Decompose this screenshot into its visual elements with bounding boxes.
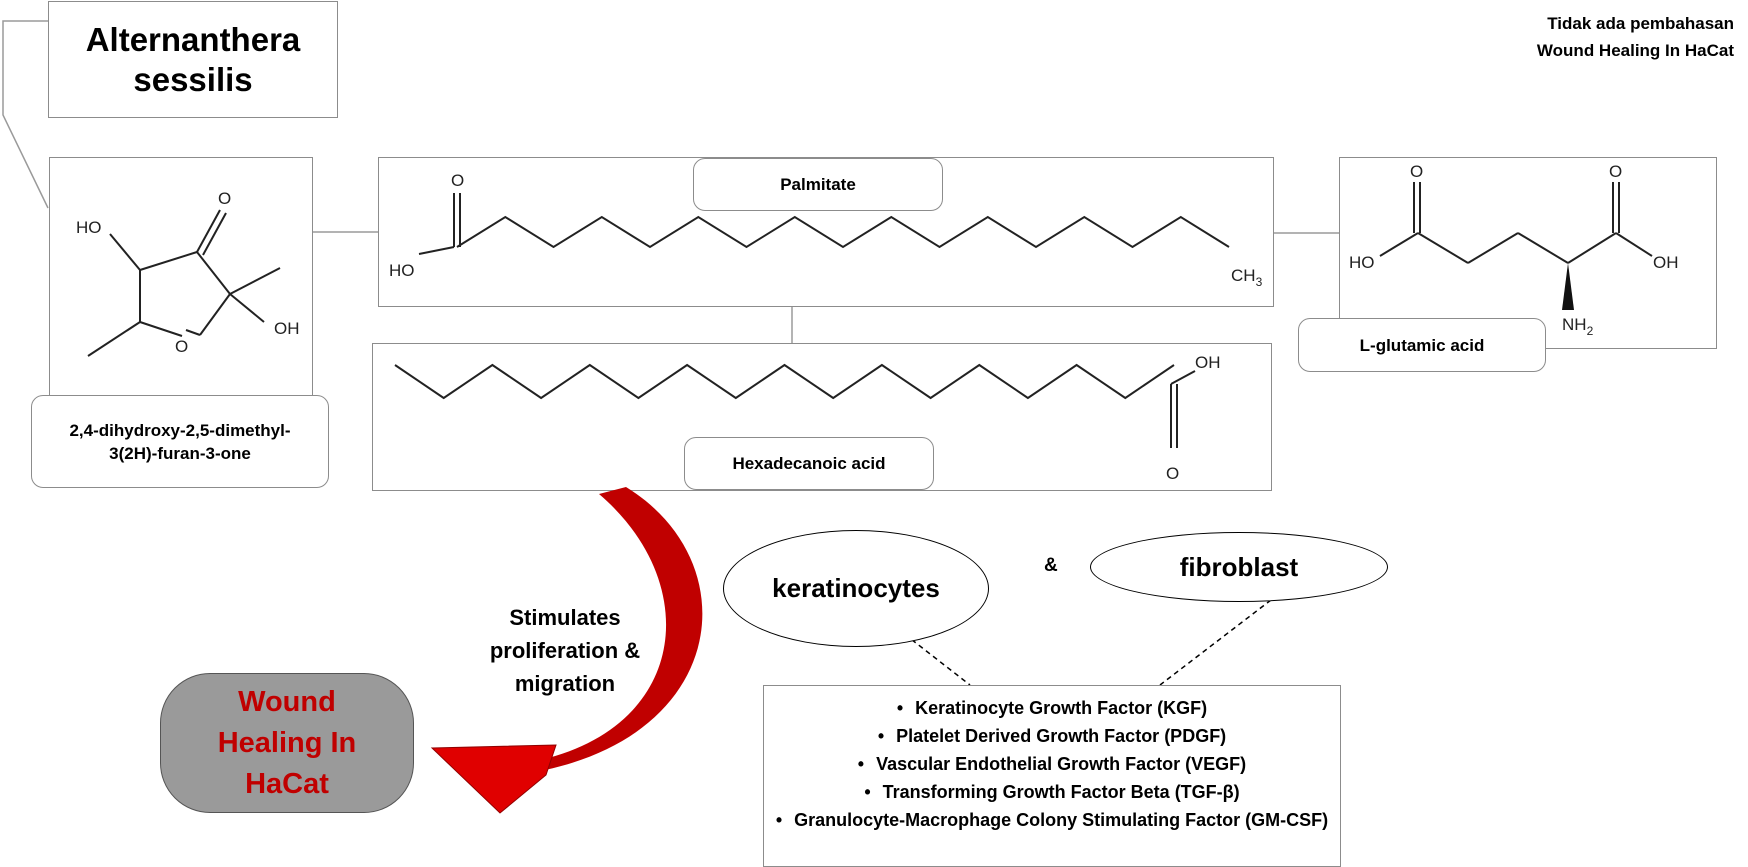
keratinocytes-label: keratinocytes [772,573,940,603]
furanone-ring-oxygen: O [175,337,188,356]
outcome-line3: HaCat [245,767,329,800]
growth-factor-item: •Vascular Endothelial Growth Factor (VEG… [857,754,1247,774]
furanone-hydroxyl-left: HO [76,218,102,237]
furanone-ketone-oxygen: O [218,189,231,208]
furanone-hydroxyl-right: OH [274,319,300,338]
palmitate-methyl: CH3 [1231,266,1263,289]
curved-arrow-head [430,744,557,814]
hexadecanoic-label-text: Hexadecanoic acid [732,454,886,473]
glutamic-structure: O O HO OH NH2 [1349,162,1679,338]
plant-bracket-connector [2,20,49,209]
plant-name-line1: Alternanthera [85,20,301,58]
note-line1: Tidak ada pembahasan [1547,14,1734,33]
glutamic-oxygen-right: O [1609,162,1622,181]
bullet-icon: • [896,698,904,718]
palmitate-carbonyl-oxygen: O [451,171,464,190]
bullet-icon: • [877,726,885,746]
growth-factor-item: •Transforming Growth Factor Beta (TGF-β) [864,782,1240,802]
note-text: Tidak ada pembahasan Wound Healing In Ha… [1537,10,1734,64]
glutamic-structure-box: O O HO OH NH2 [1339,157,1717,349]
outcome-line1: Wound [238,685,336,718]
fibroblast-ellipse: fibroblast [1090,532,1388,602]
fibroblast-label: fibroblast [1179,551,1299,582]
palmitate-label: Palmitate [693,158,943,211]
bullet-icon: • [857,754,865,774]
hexadecanoic-structure: OH O [394,353,1221,483]
plant-name-line2: sessilis [133,60,253,98]
growth-factor-item: •Keratinocyte Growth Factor (KGF) [896,698,1208,718]
glutamic-hydroxyl-right: OH [1653,253,1679,272]
growth-factors-box: •Keratinocyte Growth Factor (KGF) •Plate… [763,685,1341,867]
keratinocytes-ellipse: keratinocytes [723,530,989,647]
growth-factor-item: •Granulocyte-Macrophage Colony Stimulati… [775,810,1329,830]
note-line2: Wound Healing In HaCat [1536,41,1734,60]
furanone-label: 2,4-dihydroxy-2,5-dimethyl-3(2H)-furan-3… [31,395,329,488]
bullet-icon: • [775,810,783,830]
wound-healing-outcome: Wound Healing In HaCat [160,673,414,813]
curved-arrow-body [545,487,703,770]
arrow-label: Stimulates proliferation & migration [489,605,641,696]
outcome-line2: Healing In [217,726,357,759]
glutamic-label: L-glutamic acid [1298,318,1546,372]
plant-name-box: Alternanthera sessilis [48,1,338,118]
growth-factor-item: •Platelet Derived Growth Factor (PDGF) [877,726,1227,746]
glutamic-wedge-bond [1562,263,1574,310]
palmitate-label-text: Palmitate [780,175,856,194]
palmitate-hydroxyl: HO [389,261,415,280]
furanone-structure: O HO O OH [76,189,300,357]
furanone-label-text: 2,4-dihydroxy-2,5-dimethyl-3(2H)-furan-3… [69,420,291,463]
glutamic-oxygen-left: O [1410,162,1423,181]
cells-joiner: & [1044,555,1058,576]
palmitate-structure: O HO CH3 [389,171,1263,289]
growth-factors-list: •Keratinocyte Growth Factor (KGF) •Plate… [764,694,1340,834]
glutamic-amine: NH2 [1562,315,1594,338]
hexadecanoic-label: Hexadecanoic acid [684,437,934,490]
hexadecanoic-carbonyl-oxygen: O [1166,464,1179,483]
glutamic-label-text: L-glutamic acid [1359,335,1485,355]
glutamic-hydroxyl-left: HO [1349,253,1375,272]
hexadecanoic-hydroxyl: OH [1195,353,1221,372]
bullet-icon: • [864,782,871,802]
